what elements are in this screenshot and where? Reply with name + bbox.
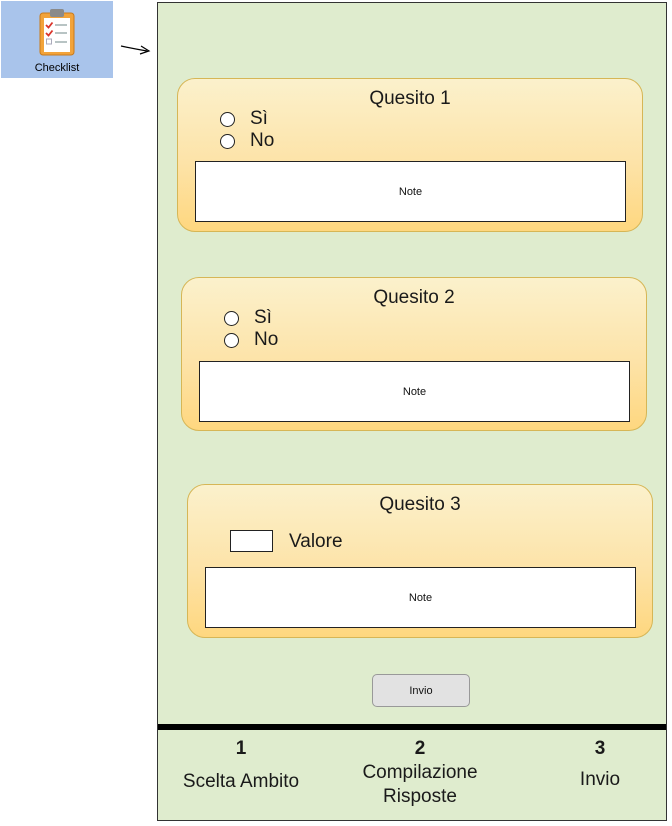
question-title: Quesito 1	[369, 88, 451, 109]
radio-option-no[interactable]: No	[224, 329, 278, 351]
notes-field[interactable]: Note	[205, 567, 636, 628]
step-3: 3 Invio	[550, 738, 650, 792]
step-number: 1	[235, 738, 247, 759]
step-label: Scelta Ambito	[182, 771, 300, 792]
step-2: 2 Compilazione Risposte	[348, 738, 492, 809]
app-label: Checklist	[34, 62, 80, 74]
radio-option-no[interactable]: No	[220, 130, 274, 152]
step-number: 2	[414, 738, 426, 759]
notes-field[interactable]: Note	[199, 361, 630, 422]
step-divider	[158, 724, 666, 730]
radio-button[interactable]	[224, 332, 239, 348]
checklist-app-tile[interactable]: Checklist	[1, 1, 113, 78]
value-label: Valore	[289, 531, 343, 552]
radio-button[interactable]	[220, 133, 235, 149]
step-1: 1 Scelta Ambito	[166, 738, 316, 794]
value-input[interactable]	[230, 530, 273, 552]
flow-arrow-icon	[120, 45, 151, 55]
step-label: Invio	[579, 769, 621, 790]
question-card-3: Quesito 3 Valore Note	[187, 484, 653, 638]
question-card-1: Quesito 1 Sì No Note	[177, 78, 643, 232]
step-number: 3	[594, 738, 606, 759]
radio-button[interactable]	[224, 310, 239, 326]
clipboard-checklist-icon	[39, 9, 75, 56]
step-label: Compilazione Risposte	[362, 762, 478, 807]
radio-button[interactable]	[220, 111, 235, 127]
question-title: Quesito 2	[373, 287, 455, 308]
send-button[interactable]: Invio	[372, 674, 470, 707]
question-card-2: Quesito 2 Sì No Note	[181, 277, 647, 431]
question-title: Quesito 3	[379, 494, 461, 515]
radio-option-yes[interactable]: Sì	[220, 108, 268, 130]
radio-option-yes[interactable]: Sì	[224, 307, 272, 329]
notes-field[interactable]: Note	[195, 161, 626, 222]
checklist-screen: Quesito 1 Sì No Note Quesito 2 Sì No Not…	[157, 2, 667, 821]
